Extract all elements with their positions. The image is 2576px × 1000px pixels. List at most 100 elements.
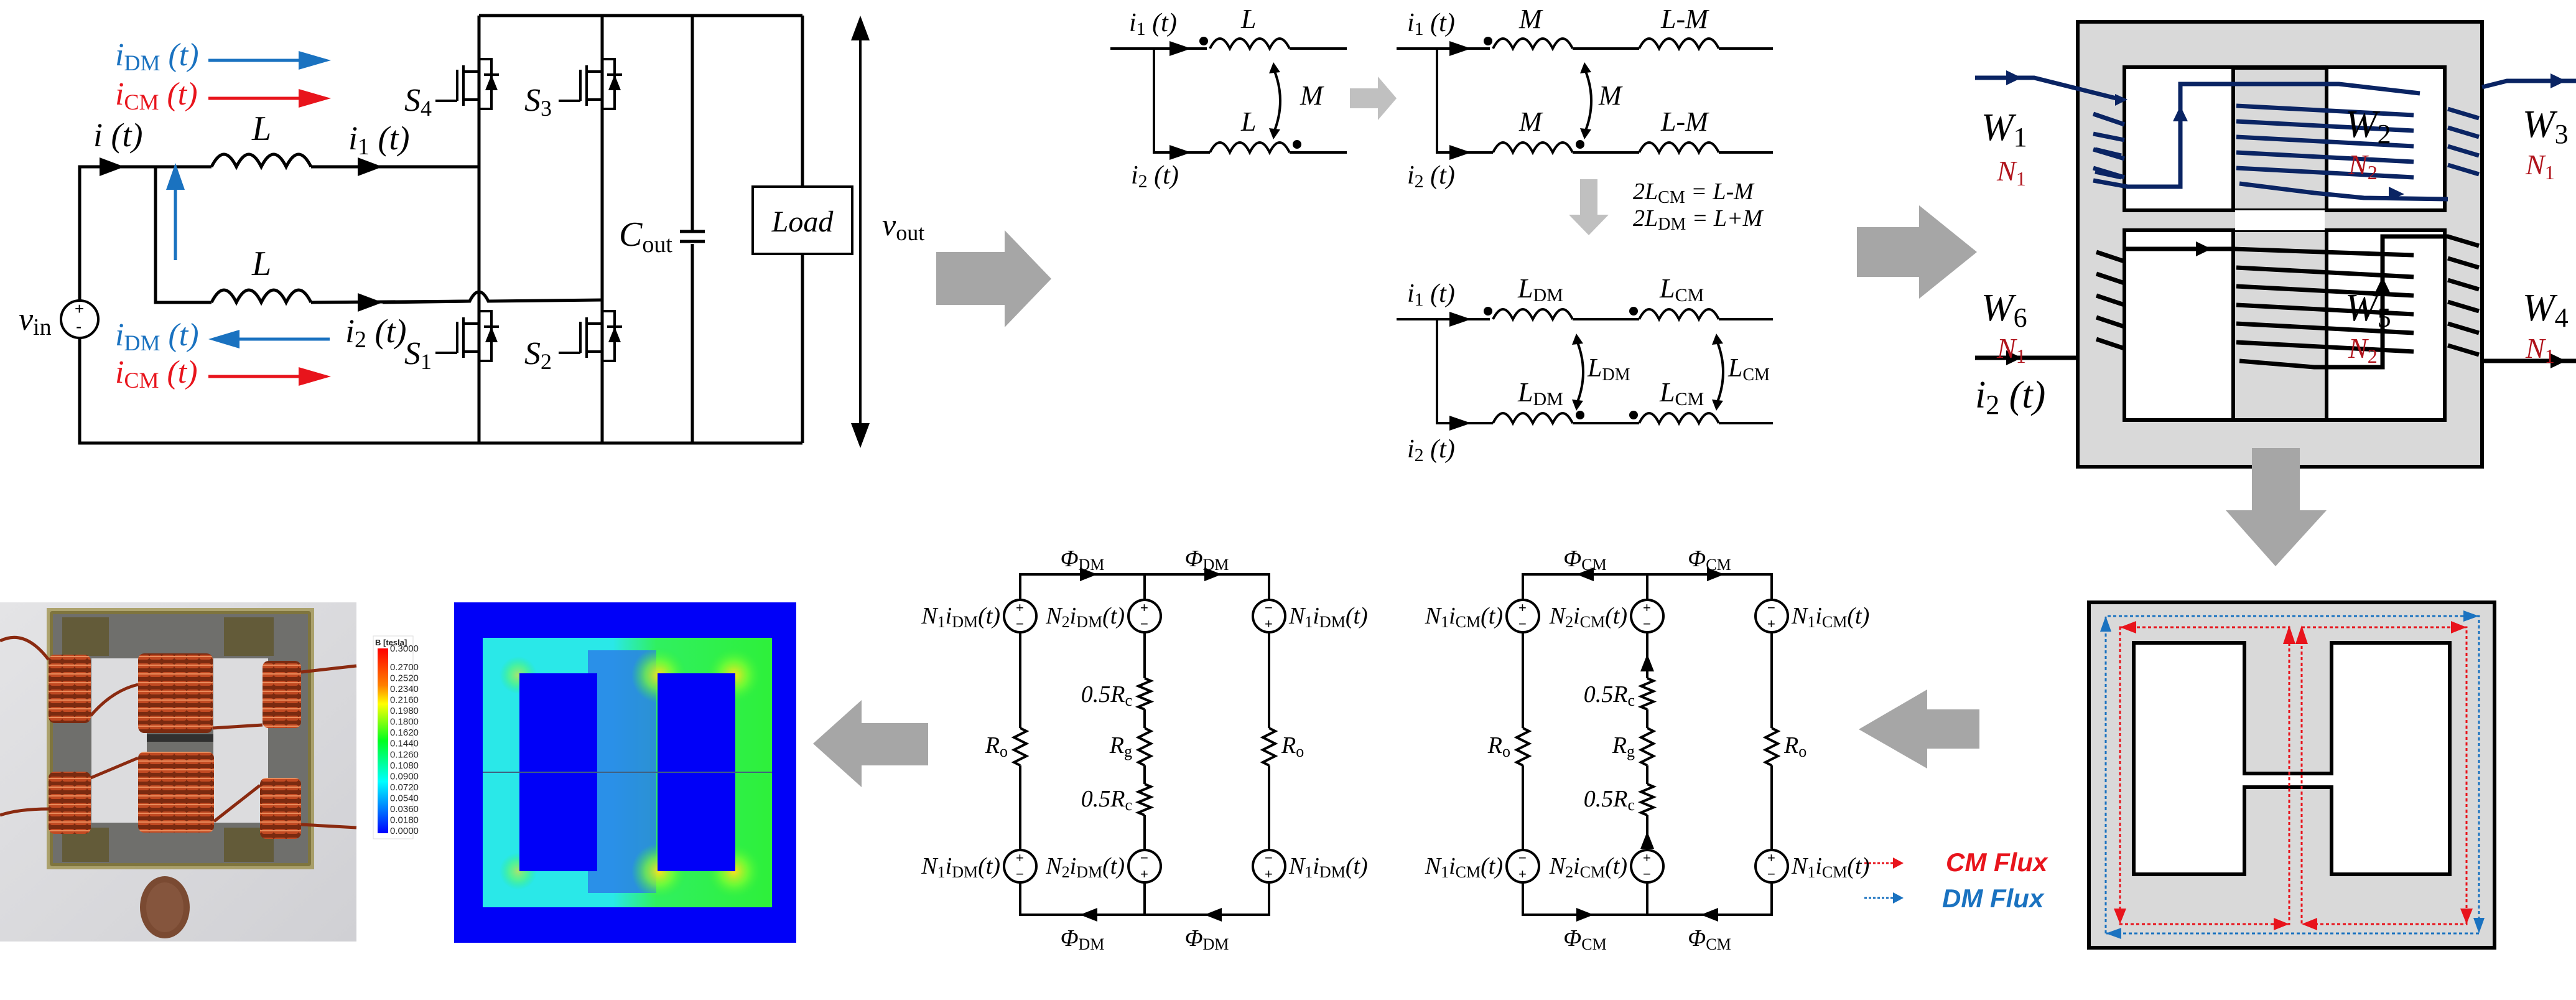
- flux-arrow: [1204, 908, 1222, 922]
- flux-arrow: [1576, 568, 1594, 581]
- reluctance-rc-bottom: 0.5Rc: [1584, 786, 1635, 814]
- inductor-L2-label: L: [251, 245, 271, 283]
- flux-label-top-left: ΦCM: [1563, 546, 1606, 574]
- coupled-inductor-split: i1 (t) M L-M M L-M i2 (t) M: [1397, 4, 1773, 192]
- winding-w2-turns: N2: [2348, 149, 2378, 184]
- source-polarity: −: [1643, 616, 1651, 632]
- svg-text:i2 (t): i2 (t): [1131, 161, 1179, 192]
- source-polarity: −: [1767, 866, 1775, 882]
- svg-text:LCM: LCM: [1659, 377, 1704, 409]
- flux-gap: [2246, 775, 2330, 785]
- equation-dm: 2LDM = L+M: [1633, 205, 1764, 234]
- coil-w3: [263, 661, 301, 728]
- flux-label-bottom-left: ΦDM: [1061, 925, 1105, 953]
- mmf-source: [1505, 599, 1540, 633]
- cm-legend-arrow: [1893, 857, 1904, 869]
- mmf-label-mid-bottom: N2iDM(t): [1045, 853, 1125, 881]
- colorbar-tick-label: 0.1080: [390, 760, 419, 771]
- flow-arrow-down: [2226, 448, 2327, 566]
- mmf-source: [1630, 599, 1665, 633]
- dm-return-arrowhead: [166, 163, 185, 190]
- flux-label-top-right: ΦCM: [1688, 546, 1731, 574]
- fea-colorbar: B [tesla] 0.30000.27000.25200.23400.2160…: [373, 635, 419, 839]
- source-polarity: +: [1643, 850, 1651, 866]
- mmf-label-left-top: N1iCM(t): [1425, 603, 1503, 631]
- source-polarity: +: [1016, 850, 1024, 866]
- source-polarity: −: [1265, 600, 1273, 615]
- colorbar-tick-label: 0.0180: [390, 815, 419, 825]
- svg-text:L-M: L-M: [1660, 106, 1709, 137]
- source-polarity: +: [1767, 850, 1775, 866]
- winding-bottom-arrows: [2006, 241, 2566, 368]
- dm-current-label-top: iDM (t): [115, 37, 199, 75]
- dm-magnetic-circuit: +−+−−++−−+−+N1iDM(t)N2iDM(t)N1iDM(t)N1iD…: [921, 546, 1367, 953]
- flux-label-top-right: ΦDM: [1185, 546, 1229, 574]
- reluctance-ro-right: Ro: [1281, 732, 1304, 760]
- cm-flux-legend: CM Flux: [1946, 848, 2048, 877]
- mmf-source: [1630, 849, 1665, 884]
- flux-label-top-left: ΦDM: [1061, 546, 1105, 574]
- winding-w1-label: W1: [1981, 106, 2027, 152]
- svg-text:LDM: LDM: [1517, 273, 1563, 306]
- dm-arrowhead-top: [299, 51, 331, 70]
- vin-minus: -: [76, 317, 81, 336]
- source-polarity: −: [1643, 866, 1651, 882]
- integrated-core-panel: W1 N1 W2 N2 W3 N1 W4 N1 W5 N2 W6 N1 i2 (…: [1975, 20, 2576, 469]
- winding-w1-turns: N1: [1996, 155, 2026, 190]
- resistor-rc-top: [1637, 677, 1657, 711]
- i1-arrow: [358, 157, 383, 176]
- colorbar-tick-label: 0.0900: [390, 771, 419, 782]
- flow-arrow-down-small: [1569, 179, 1609, 235]
- source-polarity: +: [1767, 616, 1775, 632]
- dm-arrowhead-bottom: [208, 330, 239, 348]
- flux-arrow: [1080, 908, 1097, 922]
- colorbar-tick-label: 0.2340: [390, 684, 419, 694]
- flow-arrow-small: [1350, 77, 1397, 120]
- colorbar-tick-label: 0.0540: [390, 793, 419, 803]
- svg-text:i1 (t): i1 (t): [1129, 9, 1177, 39]
- resistor-ro-left: [1011, 727, 1030, 767]
- source-polarity: +: [1643, 600, 1651, 615]
- switch-s4: S4: [404, 58, 499, 121]
- reluctance-rg: Rg: [1612, 732, 1635, 760]
- i2-label: i2 (t): [345, 312, 406, 353]
- svg-text:iDM (t): iDM (t): [115, 37, 199, 75]
- dm-flux-arrows: [2100, 610, 2485, 939]
- flux-arrow: [1707, 568, 1724, 581]
- coupled-inductor-panel: i1 (t) L L i2 (t) M i1 (t) M L-: [1110, 4, 1773, 465]
- resistor-ro-right: [1260, 727, 1278, 767]
- cm-arrowhead-bottom: [299, 367, 331, 386]
- cm-magnetic-circuit: +−+−−+−++−+−N1iCM(t)N2iCM(t)N1iCM(t)N1iC…: [1425, 546, 1870, 953]
- resistor-rc-top: [1135, 677, 1155, 711]
- cm-flux-arrows: [2114, 621, 2473, 930]
- winding-w6-label: W6: [1981, 287, 2027, 333]
- resistor-rc-bottom: [1135, 783, 1155, 816]
- svg-text:S4: S4: [404, 83, 432, 121]
- winding-w2-label: W2: [2345, 103, 2391, 149]
- switch-s2: S2: [524, 310, 622, 374]
- equation-cm: 2LCM = L-M: [1633, 179, 1755, 207]
- coil-w5: [138, 752, 214, 833]
- flux-arrow: [1080, 568, 1097, 581]
- mmf-label-mid-bottom: N2iCM(t): [1549, 853, 1627, 881]
- source-polarity: +: [1518, 866, 1527, 882]
- svg-text:i2 (t): i2 (t): [1407, 435, 1455, 465]
- mmf-label-right-top: N1iCM(t): [1791, 603, 1869, 631]
- colorbar-tick-label: 0.0360: [390, 804, 419, 815]
- svg-text:S2: S2: [524, 336, 552, 374]
- mmf-source: [1252, 849, 1286, 884]
- source-polarity: +: [1265, 616, 1273, 632]
- coupled-inductor-dm-cm: i1 (t) LDM LCM LDM LCM i2 (t) LDM LCM: [1397, 273, 1773, 465]
- mmf-label-right-top: N1iDM(t): [1288, 603, 1368, 631]
- load-label: Load: [771, 205, 834, 238]
- flux-arrow: [1576, 908, 1594, 922]
- resistor-rg: [1638, 727, 1657, 767]
- vin-plus: +: [75, 299, 84, 318]
- converter-schematic: iDM (t) iCM (t) i (t) L i1 (t) L i2 (t): [19, 14, 924, 448]
- i2-arrow: [358, 293, 383, 312]
- colorbar-tick-label: 0.1980: [390, 706, 419, 716]
- mmf-source: [1127, 849, 1162, 884]
- resistor-rg: [1135, 727, 1154, 767]
- inductor-L1-label: L: [251, 110, 271, 148]
